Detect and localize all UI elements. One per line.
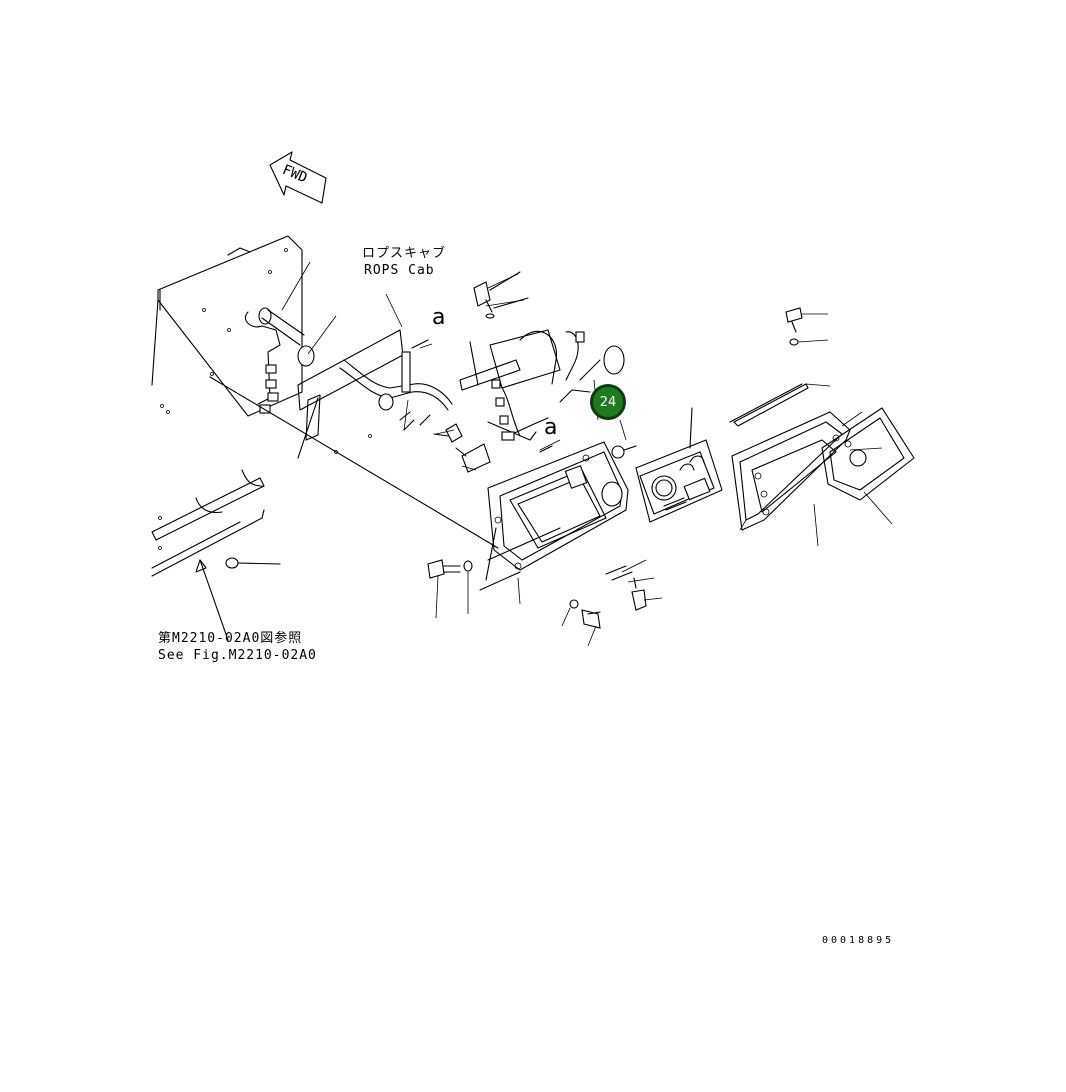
part-callout-24[interactable]: 24 (590, 384, 626, 420)
rops-label-en: ROPS Cab (364, 263, 435, 278)
view-letter-a-mid: a (544, 415, 559, 440)
harness (487, 329, 625, 441)
lower-bracket (151, 469, 281, 641)
figure-ref-jp: 第M2210-02A0図参照 (158, 631, 303, 646)
instrument-bezel (479, 441, 629, 591)
rops-label-jp: ロプスキャブ (362, 246, 447, 261)
bottom-fasteners (427, 307, 803, 629)
fasteners-mid (433, 423, 515, 473)
cab-wall-panel (151, 235, 315, 417)
fwd-arrow (269, 151, 327, 204)
a-arrows (411, 339, 553, 453)
cover-frame (731, 383, 915, 531)
gauge-cluster (635, 407, 723, 523)
bolts-top (459, 271, 529, 391)
figure-ref-en: See Fig.M2210-02A0 (158, 648, 317, 663)
drawing-number: 00018895 (822, 935, 895, 946)
view-letter-a-top: a (432, 305, 447, 330)
leader-lines (281, 261, 893, 647)
hose (339, 351, 453, 431)
part-callout-number: 24 (599, 394, 617, 410)
